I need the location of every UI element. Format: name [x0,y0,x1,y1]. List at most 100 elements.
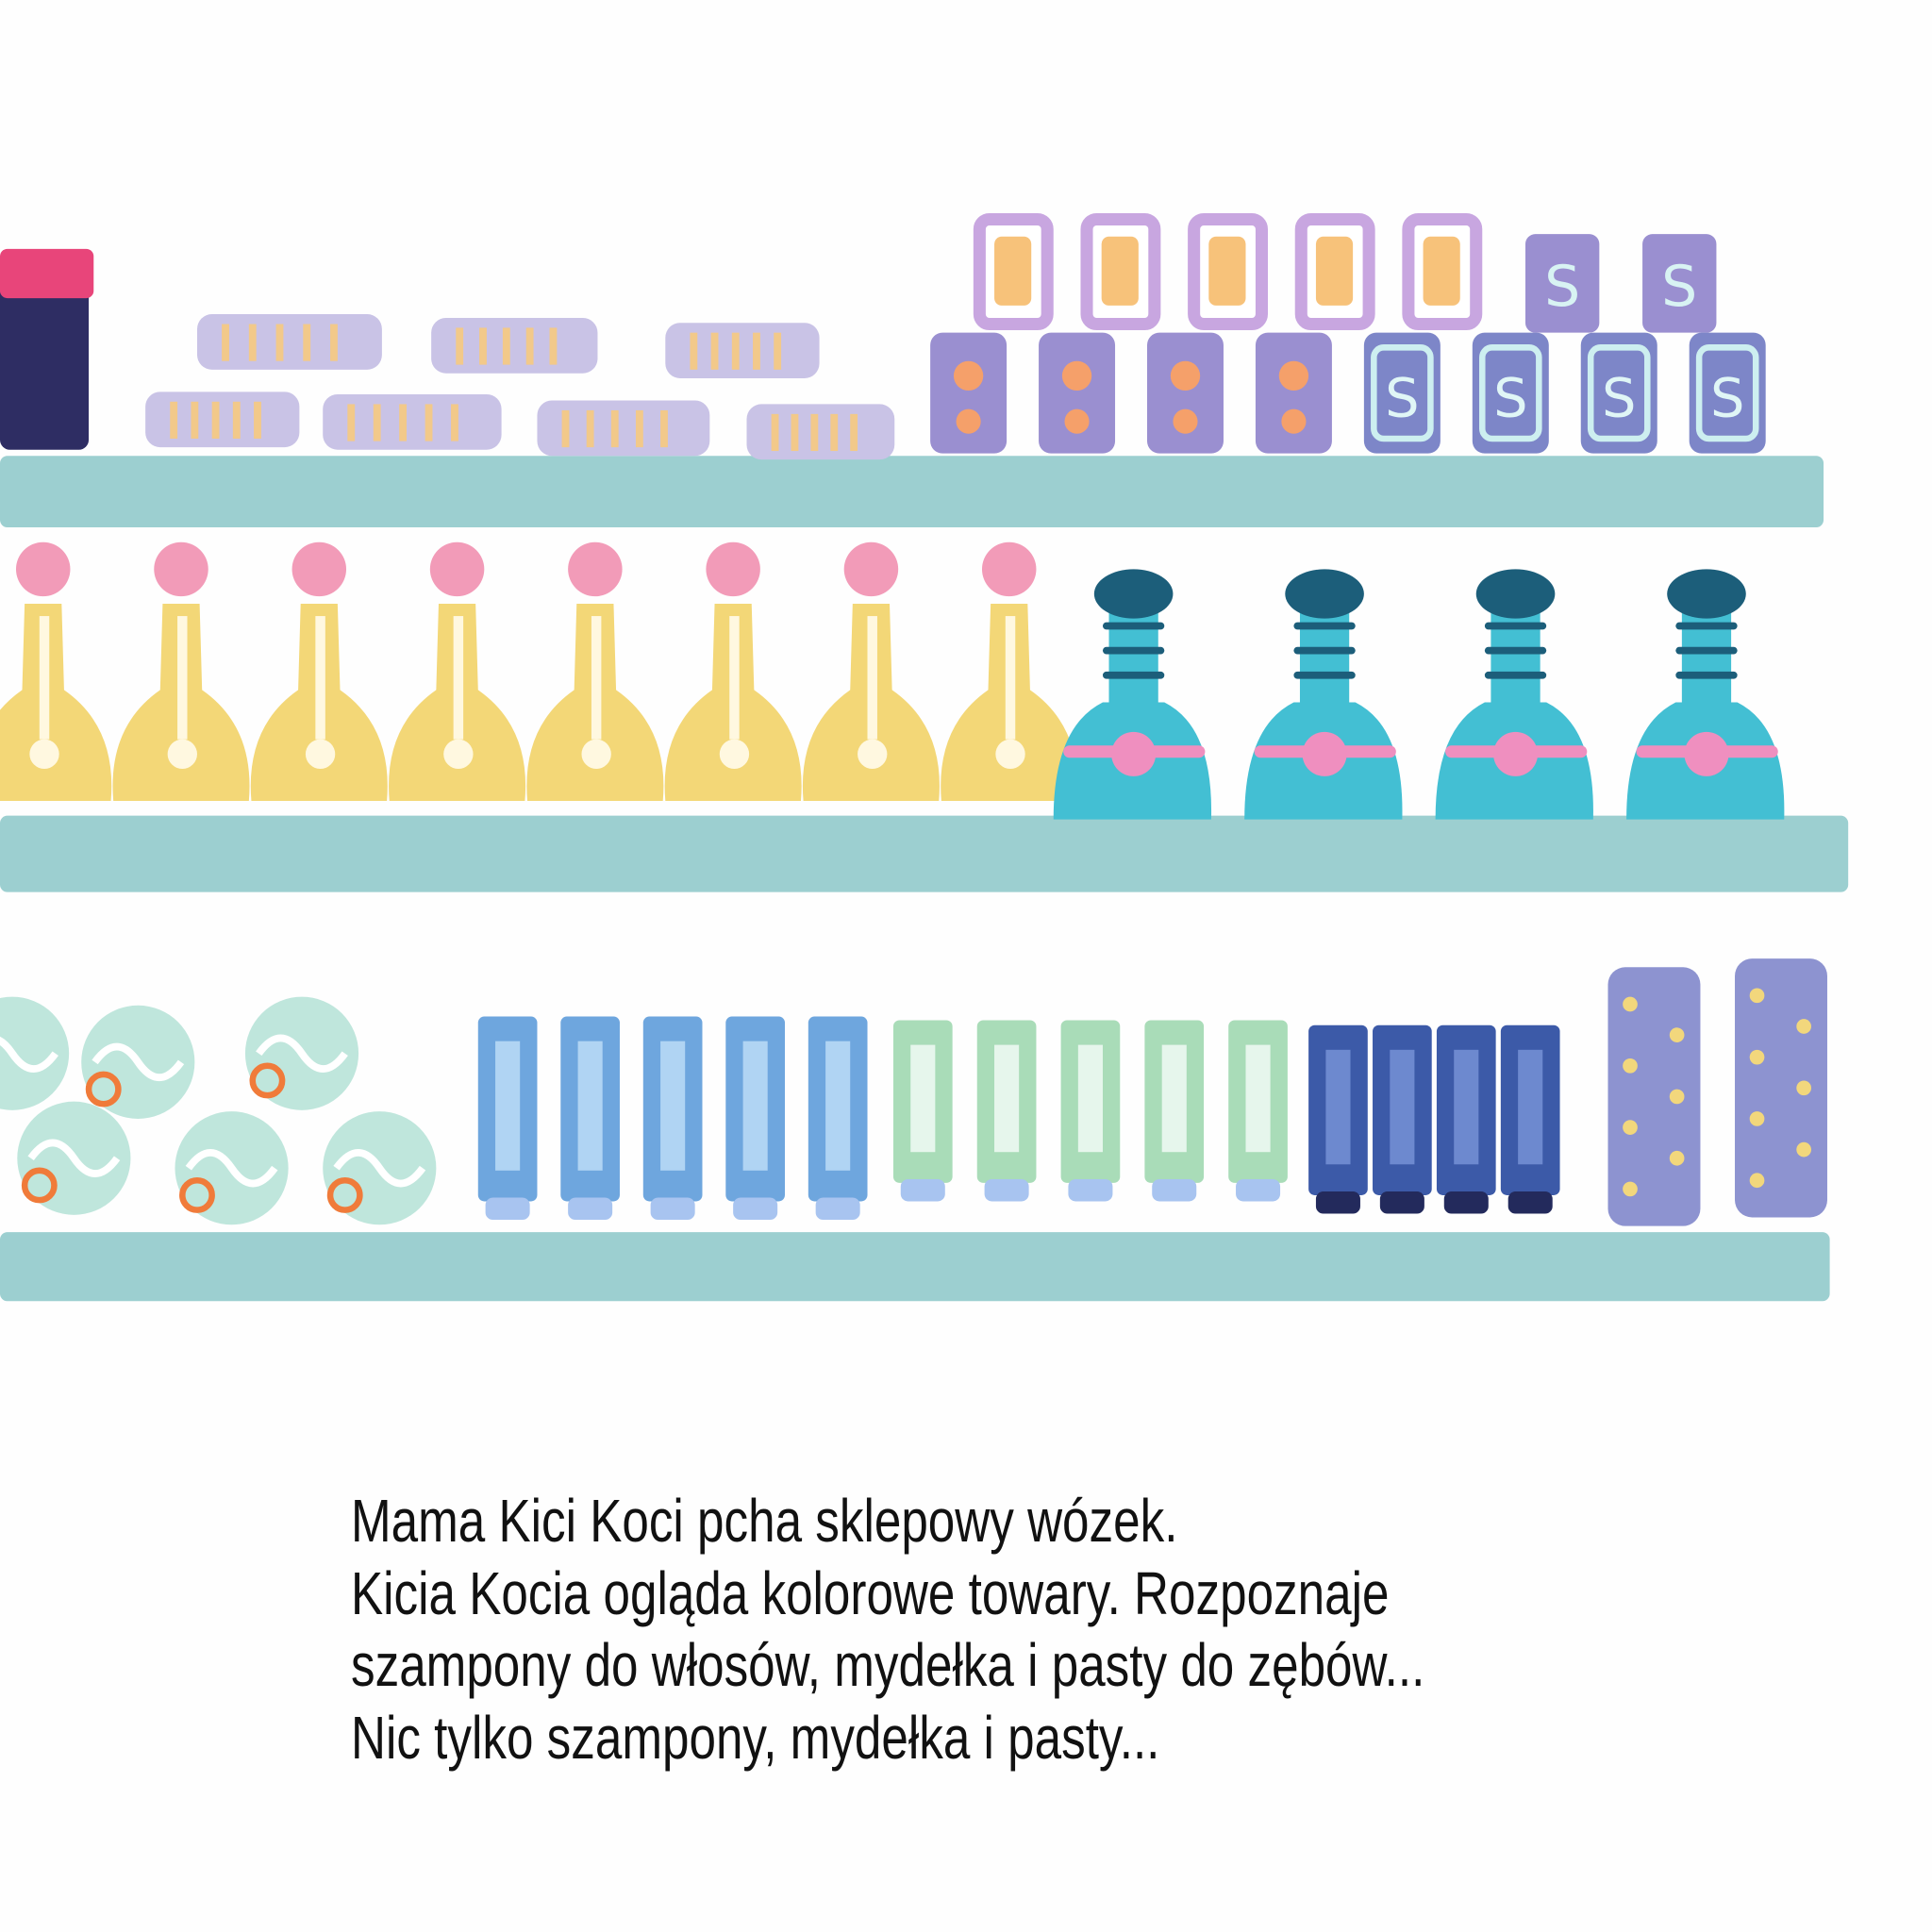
s-letter-icon: S [1493,366,1527,429]
story-line-3: szampony do włosów, mydełka i pasty do z… [351,1631,1425,1699]
tube-label [1454,1049,1479,1165]
toothpaste-tube [1144,1020,1205,1202]
soap-ball-swirl [0,1036,58,1073]
soap-stripe [690,332,698,370]
box-bottom [1472,332,1549,454]
teal-shampoo-bottle [1435,569,1593,820]
soap-ball-ring [249,1062,286,1099]
teal-shampoo-bottle [1244,569,1403,820]
box-bottom [1147,332,1224,454]
jar-lid [0,248,94,299]
can-dot [1749,1049,1765,1065]
can-dot [1796,1080,1811,1096]
flower-icon [1173,408,1198,434]
soap-ball-ring [21,1167,58,1204]
soap-stripe [771,413,779,452]
yellow-shampoo-bottle [664,541,802,801]
soap-stripe [303,324,311,361]
can-dot [1623,1058,1638,1074]
tube-cap [568,1197,613,1221]
bottle-dot [858,739,888,770]
soap-ball [0,996,70,1110]
box-window [1101,236,1139,306]
shelf-1 [0,456,1824,528]
story-text: Mama Kici Koci pcha sklepowy wózek. Kici… [351,1485,1424,1774]
bottle-dot [995,739,1025,770]
soap-wrapper [145,391,300,448]
soap-stripe [810,413,819,452]
soap-stripe [525,327,534,365]
flower-icon [953,360,984,391]
bottle-neck [1299,604,1350,709]
yellow-shampoo-bottle [250,541,388,801]
soap-ball-swirl [333,1149,426,1188]
soap-stripe [254,401,261,439]
flower-icon [1281,408,1307,434]
tube-label [825,1041,851,1171]
bottle-dot [443,739,474,770]
toothpaste-tube [1060,1020,1121,1202]
soap-stripe [222,324,229,361]
soap-ball-ring [85,1071,122,1108]
toothpaste-tube [1373,1024,1432,1214]
toothpaste-tube [892,1020,953,1202]
flower-icon [956,408,981,434]
soap-bar [665,323,820,378]
pink-bow [1302,731,1347,776]
can-dot [1796,1019,1811,1034]
bottle-dot [719,739,750,770]
toothpaste-tube [725,1016,785,1221]
tube-label [1518,1049,1543,1165]
soap-stripe [275,324,284,361]
box-bottom [1580,332,1657,454]
tube-cap [1236,1178,1281,1202]
soap-stripe [170,401,178,439]
bottle-cap [1285,569,1364,619]
box-frame [1587,344,1651,442]
soap-stripe [425,404,433,441]
soap-wrapper [665,323,820,378]
s-letter-icon: S [1385,366,1419,429]
bottle-cap [1475,569,1556,619]
can-dot [1749,988,1765,1004]
box-bottom [1363,332,1441,454]
tube-label [994,1044,1020,1153]
bottle-stripe [39,616,50,740]
tube-label [910,1044,936,1153]
tube-label [1325,1049,1351,1165]
pink-flower-cap [15,541,71,597]
soap-bar [323,393,502,450]
toothpaste-tube [1500,1024,1560,1214]
neck-ring [1675,646,1738,655]
s-letter-icon: S [1544,254,1580,320]
soap-stripe [451,404,458,441]
soap-ball-ring [326,1176,363,1213]
s-letter-icon: S [1710,366,1744,429]
soap-stripe [248,324,257,361]
jar [0,283,90,450]
tube-cap [485,1197,530,1221]
tube-cap [1152,1178,1197,1202]
pink-flower-cap [981,541,1037,597]
tube-label [495,1041,521,1171]
soap-stripe [373,404,381,441]
tube-cap [900,1178,945,1202]
can-dot [1623,1120,1638,1135]
pink-flower-cap [154,541,208,597]
soap-stripe [731,332,740,370]
neck-ring [1293,622,1356,630]
flower-icon [1170,360,1201,391]
neck-ring [1484,622,1547,630]
soap-ball-swirl [185,1149,278,1188]
bottle-cap [1667,569,1746,619]
teal-shampoo-bottle [1053,569,1212,820]
soap-stripe [586,409,594,448]
box-window [1208,236,1246,306]
yellow-shampoo-bottle [0,541,112,801]
soap-bar [196,314,382,370]
bottle-body [0,604,112,801]
big-can [1735,958,1827,1218]
story-line-2: Kicia Kocia ogląda kolorowe towary. Rozp… [351,1558,1390,1627]
pink-bow [1493,731,1539,776]
